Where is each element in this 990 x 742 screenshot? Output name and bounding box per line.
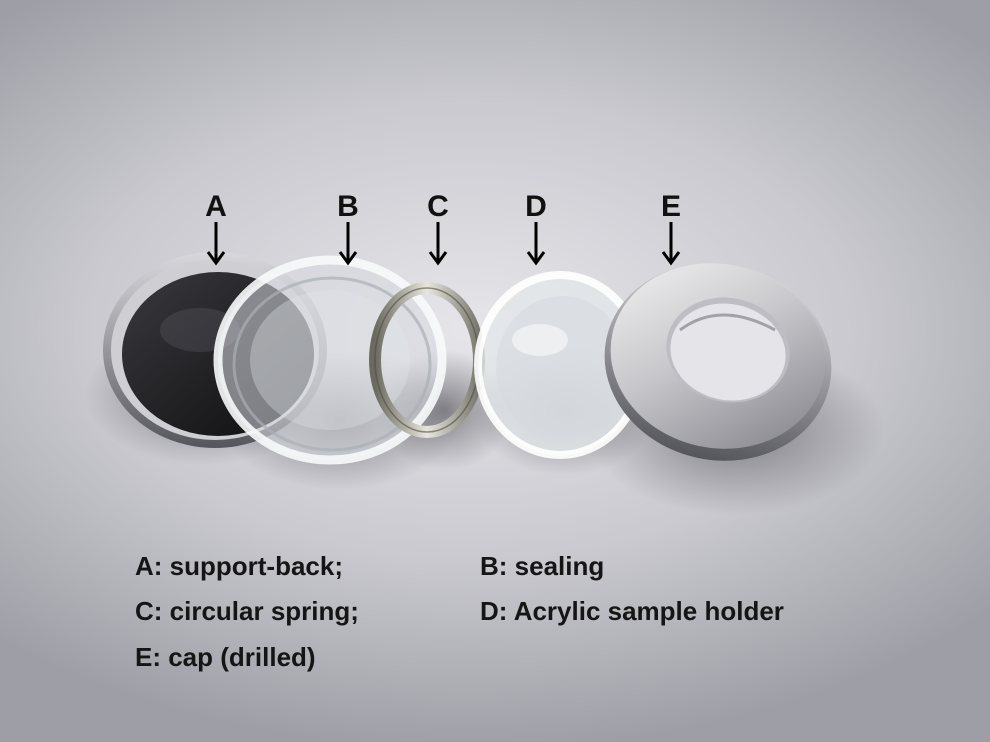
arrow-down-icon: [526, 222, 546, 266]
caption-c: C: circular spring;: [135, 596, 359, 626]
label-b: B: [337, 190, 359, 223]
caption-b: B: sealing: [480, 551, 605, 581]
arrow-down-icon: [338, 222, 358, 266]
label-e: E: [660, 190, 681, 223]
arrow-down-icon: [206, 222, 226, 266]
part-d-acrylic-sample-holder: [474, 271, 646, 459]
caption-e: E: cap (drilled): [135, 642, 316, 672]
label-c: C: [427, 190, 449, 223]
part-e-cap-drilled: [604, 263, 832, 461]
caption-d: D: Acrylic sample holder: [480, 596, 784, 626]
label-a: A: [205, 190, 227, 223]
caption-a: A: support-back;: [135, 551, 343, 581]
label-d: D: [525, 190, 547, 223]
arrow-down-icon: [428, 222, 448, 266]
arrow-down-icon: [661, 222, 681, 266]
